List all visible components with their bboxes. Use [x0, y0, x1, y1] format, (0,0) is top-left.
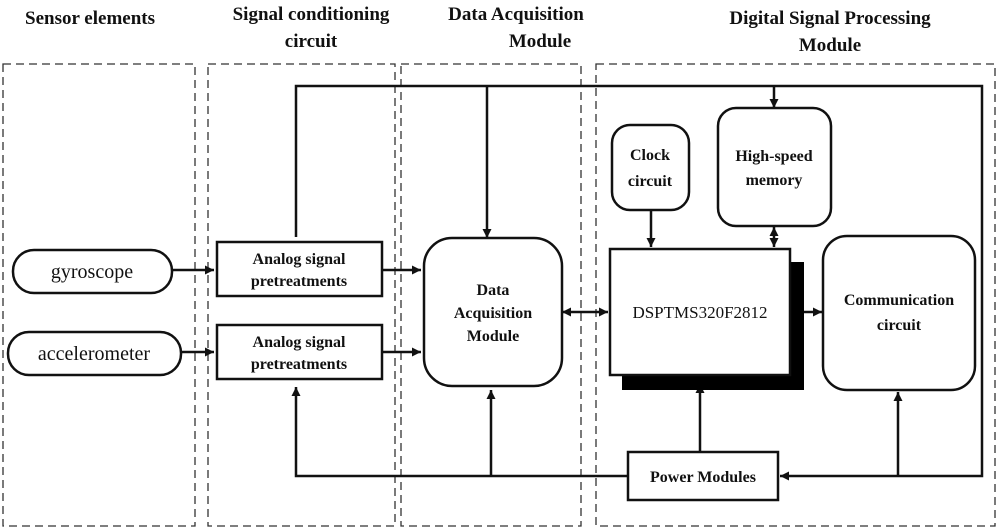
memory-box [716, 106, 833, 228]
data-acquisition-line3: Module [467, 328, 519, 345]
frame-dsp-module [595, 63, 996, 527]
header-data-acquisition: Data Acquisition [448, 4, 584, 25]
frame-signal-conditioning [207, 63, 396, 527]
frame-sensor-elements [2, 63, 196, 527]
top-feedback-bus [294, 84, 984, 481]
dsp-box [608, 247, 792, 377]
power-modules-box [626, 450, 780, 502]
header-sensor-elements: Sensor elements [25, 8, 155, 29]
header-dsp-module: Digital Signal Processing [729, 8, 931, 29]
power-to-pretreatment [291, 387, 628, 478]
data-acquisition-line2: Acquisition [454, 305, 532, 322]
header-dsp-module-line2: Module [799, 35, 861, 56]
header-signal-conditioning-line2: circuit [285, 31, 338, 52]
memory-line1: High-speed [735, 148, 812, 165]
data-acquisition-line1: Data [477, 282, 510, 299]
pretreatment-box-2 [215, 323, 384, 381]
power-modules-label: Power Modules [650, 469, 756, 486]
communication-box [821, 234, 977, 392]
pretreatment-2-line1: Analog signal [253, 334, 346, 351]
accelerometer-box [6, 330, 183, 377]
clock-line2: circuit [628, 173, 673, 190]
communication-line1: Communication [844, 292, 954, 309]
header-signal-conditioning: Signal conditioning [233, 4, 390, 25]
data-acquisition-box [422, 236, 564, 388]
wiring [172, 84, 984, 481]
communication-line2: circuit [877, 317, 922, 334]
pretreatment-2-line2: pretreatments [251, 356, 347, 373]
accelerometer-label: accelerometer [38, 343, 150, 365]
gyroscope-label: gyroscope [51, 261, 133, 283]
header-data-acquisition-line2: Module [509, 31, 571, 52]
section-frames [2, 63, 996, 527]
memory-line2: memory [746, 172, 803, 189]
pretreatment-1-line1: Analog signal [253, 251, 346, 268]
clock-circuit-box [610, 123, 691, 212]
dsp-label: DSPTMS320F2812 [632, 303, 767, 322]
frame-data-acquisition [400, 63, 582, 527]
pretreatment-1-line2: pretreatments [251, 273, 347, 290]
pretreatment-box-1 [215, 240, 384, 298]
gyroscope-box [11, 248, 174, 295]
clock-line1: Clock [630, 147, 670, 164]
